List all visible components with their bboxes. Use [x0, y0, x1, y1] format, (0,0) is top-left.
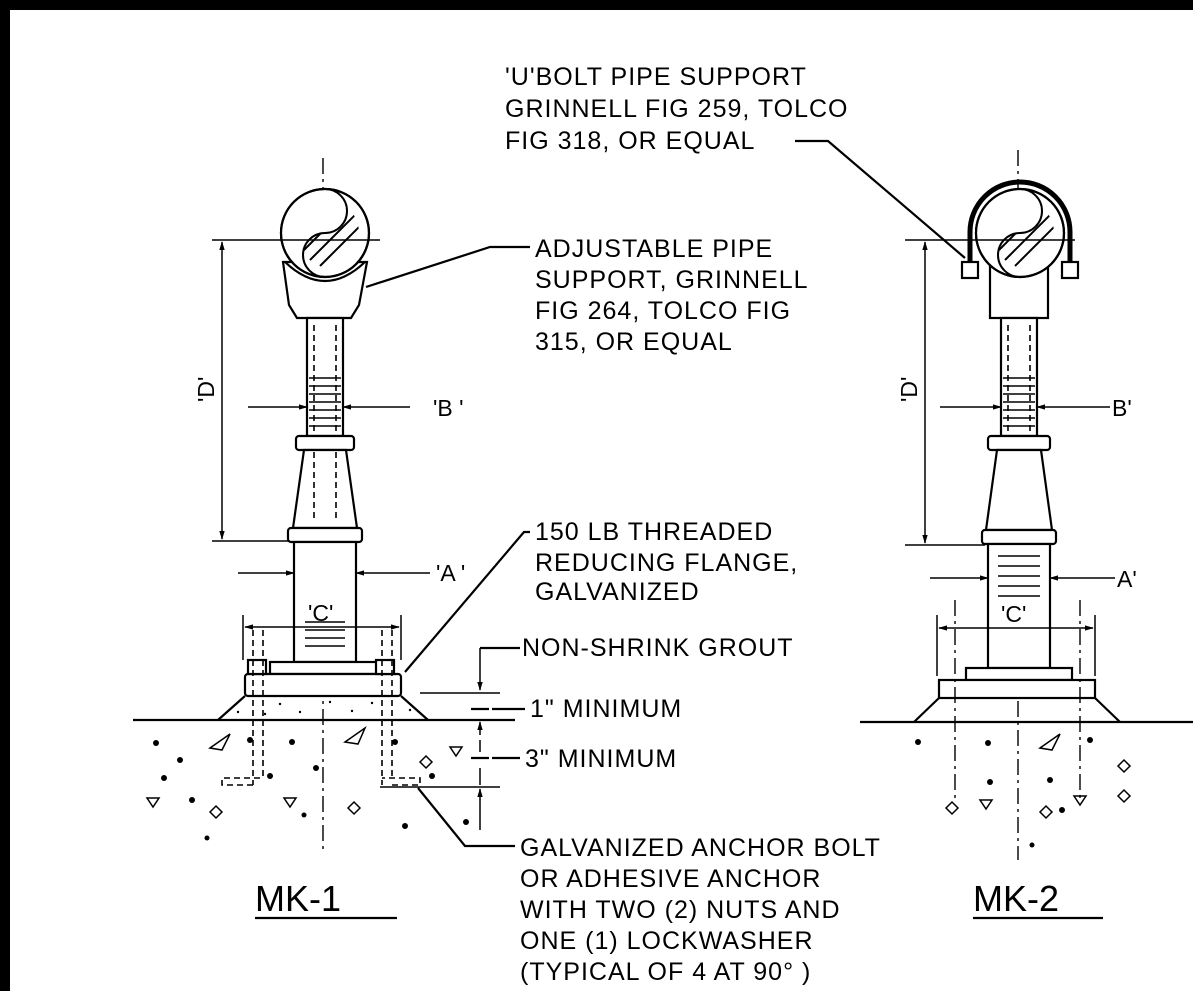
dim-d-label: 'D': [193, 377, 219, 402]
adjustable-note-line: ADJUSTABLE PIPE: [535, 235, 773, 263]
dim-a2-label: A': [1117, 566, 1137, 592]
flange-note-line: REDUCING FLANGE,: [535, 549, 798, 577]
mk2-label: MK-2: [973, 878, 1059, 919]
u-bolt-note: 'U'BOLT PIPE SUPPORT GRINNELL FIG 259, T…: [505, 63, 848, 155]
dim-b2-label: B': [1112, 395, 1132, 421]
min1-note: 1" MINIMUM: [530, 695, 682, 723]
mk1-concrete-symbols: [145, 725, 469, 841]
dim-c-label: 'C': [308, 600, 333, 626]
flange-note: 150 LB THREADED REDUCING FLANGE, GALVANI…: [535, 518, 798, 606]
mk1-grout-stipple: [236, 700, 412, 716]
mk1-threads: [309, 377, 341, 427]
mk1-column-threads: [305, 621, 345, 647]
mk1-label: MK-1: [255, 878, 341, 919]
leader-lines: [365, 139, 966, 848]
adjustable-support-note: ADJUSTABLE PIPE SUPPORT, GRINNELL FIG 26…: [535, 235, 809, 356]
dim-c2-label: 'C': [1001, 601, 1026, 627]
flange-note-line: 150 LB THREADED: [535, 518, 773, 546]
u-bolt-note-line: GRINNELL FIG 259, TOLCO: [505, 95, 848, 123]
anchor-note-line: ONE (1) LOCKWASHER: [520, 927, 814, 955]
anchor-note-line: GALVANIZED ANCHOR BOLT: [520, 834, 881, 862]
adjustable-note-line: 315, OR EQUAL: [535, 328, 733, 356]
u-bolt-note-line: FIG 318, OR EQUAL: [505, 127, 755, 155]
mk1-support: [133, 158, 515, 850]
mk2-concrete-symbols: [915, 733, 1132, 848]
mk2-column-threads: [998, 555, 1040, 597]
u-bolt-note-line: 'U'BOLT PIPE SUPPORT: [505, 63, 807, 91]
anchor-note-line: OR ADHESIVE ANCHOR: [520, 865, 821, 893]
mk2-threads: [1003, 377, 1035, 427]
flange-note-line: GALVANIZED: [535, 578, 700, 606]
grout-note: NON-SHRINK GROUT: [522, 634, 794, 662]
anchor-note-line: WITH TWO (2) NUTS AND: [520, 896, 841, 924]
anchor-bolt-note: GALVANIZED ANCHOR BOLT OR ADHESIVE ANCHO…: [520, 834, 881, 986]
dim-b-label: 'B ': [433, 395, 464, 421]
adjustable-note-line: FIG 264, TOLCO FIG: [535, 297, 791, 325]
mk2-support: [860, 150, 1193, 860]
dim-d2-label: 'D': [896, 377, 922, 402]
dim-a-label: 'A ': [436, 560, 465, 586]
adjustable-note-line: SUPPORT, GRINNELL: [535, 266, 809, 294]
min3-note: 3" MINIMUM: [525, 745, 677, 773]
anchor-note-line: (TYPICAL OF 4 AT 90° ): [520, 958, 811, 986]
